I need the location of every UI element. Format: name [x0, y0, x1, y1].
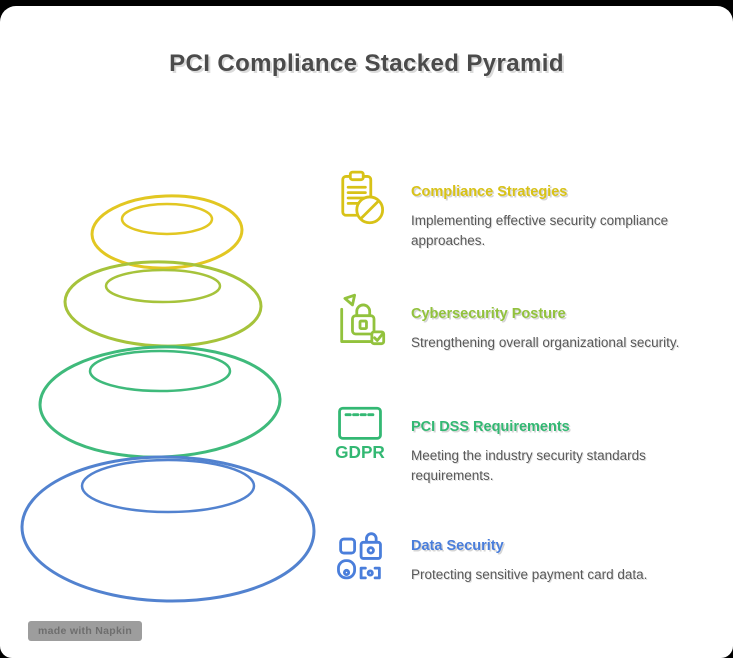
legend-item-data-security: Data Security Protecting sensitive payme… [333, 524, 721, 585]
gdpr-window-icon: GDPR [333, 405, 387, 461]
page-title: PCI Compliance Stacked Pyramid [169, 50, 564, 77]
gdpr-label: GDPR [335, 442, 385, 461]
item-title: Compliance Strategies [411, 184, 568, 200]
item-description: Protecting sensitive payment card data. [411, 567, 648, 582]
legend-item-pci-dss-requirements: GDPR PCI DSS Requirements Meeting the in… [333, 405, 721, 485]
stacked-stones-figure [20, 194, 316, 603]
item-title: Data Security [411, 538, 504, 554]
stone-top-yellow [90, 194, 244, 270]
item-description: Implementing effective security complian… [411, 213, 669, 248]
lock-check-icon [333, 292, 387, 348]
lock-user-icon [333, 524, 387, 580]
legend-item-compliance-strategies: Compliance Strategies Implementing effec… [333, 170, 721, 250]
stone-second-yellowgreen [63, 260, 263, 348]
napkin-watermark: made with Napkin [28, 621, 143, 641]
item-description: Strengthening overall organizational sec… [411, 335, 680, 350]
item-title: Cybersecurity Posture [411, 306, 566, 322]
legend-item-cybersecurity-posture: Cybersecurity Posture Strengthening over… [333, 292, 721, 353]
stone-third-green [38, 345, 282, 459]
item-title: PCI DSS Requirements [411, 419, 570, 435]
stone-bottom-blue [20, 455, 316, 603]
item-description: Meeting the industry security standards … [411, 448, 646, 483]
clipboard-blocked-icon [333, 170, 387, 226]
diagram-canvas: PCI Compliance Stacked Pyramid [0, 6, 733, 658]
